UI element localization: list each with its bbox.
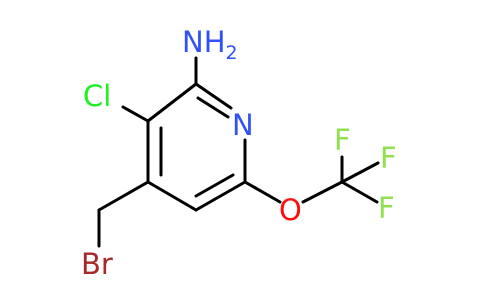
bonds <box>97 56 380 248</box>
bromine-label: Br <box>81 247 113 281</box>
bond-c2-n1 <box>194 82 233 110</box>
bond-c2-n1-inner <box>196 96 230 119</box>
bond-c3-cl <box>121 105 150 123</box>
bond-c-f-right <box>340 161 380 184</box>
chloro-label: Cl <box>83 79 111 113</box>
fluorine-bottom-label: F <box>378 191 395 225</box>
bond-c5-c6-inner <box>194 173 235 198</box>
amino-label: NH2 <box>182 25 238 64</box>
bond-c-f-bottom <box>340 180 379 204</box>
ring-nitrogen-label: N <box>232 108 254 142</box>
bond-o-cf3 <box>301 180 344 204</box>
bond-c4-c5 <box>146 180 198 212</box>
bond-c4-ch2 <box>97 180 150 212</box>
bond-c5-c6 <box>194 180 247 212</box>
bond-c6-o <box>243 180 282 204</box>
oxygen-label: O <box>279 193 302 227</box>
atom-labels: NH2 Cl N O F F F Br <box>81 25 397 281</box>
bond-c2-c3 <box>146 82 198 123</box>
fluorine-right-label: F <box>380 141 397 175</box>
fluorine-top-label: F <box>334 123 351 157</box>
